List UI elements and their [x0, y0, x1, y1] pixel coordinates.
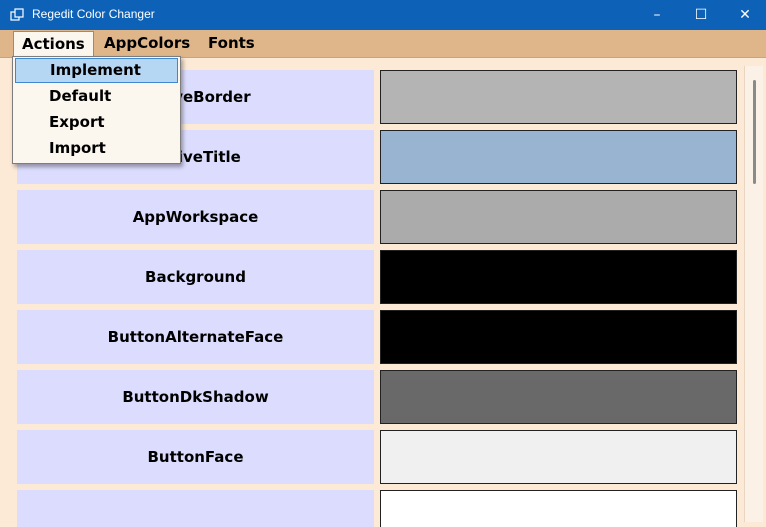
menu-appcolors[interactable]: AppColors: [104, 34, 191, 52]
color-swatch[interactable]: [380, 490, 737, 527]
window-title: Regedit Color Changer: [32, 7, 155, 21]
menu-item-implement[interactable]: Implement: [15, 58, 178, 83]
menu-bar: Actions AppColors Fonts: [0, 30, 766, 58]
color-row: ButtonDkShadow: [17, 370, 737, 424]
color-swatch[interactable]: [380, 190, 737, 244]
color-name-cell[interactable]: ButtonFace: [17, 430, 374, 484]
title-bar[interactable]: Regedit Color Changer – ☐ ✕: [0, 0, 766, 30]
scrollbar-thumb[interactable]: [753, 80, 756, 184]
color-row: ButtonFace: [17, 430, 737, 484]
close-icon: ✕: [739, 7, 751, 23]
color-name-cell[interactable]: ButtonAlternateFace: [17, 310, 374, 364]
color-name-cell[interactable]: AppWorkspace: [17, 190, 374, 244]
color-name-cell[interactable]: Background: [17, 250, 374, 304]
menu-item-export[interactable]: Export: [49, 113, 105, 131]
menu-actions[interactable]: Actions: [13, 31, 94, 57]
vertical-scrollbar[interactable]: [744, 66, 763, 522]
color-swatch[interactable]: [380, 250, 737, 304]
minimize-button[interactable]: –: [634, 0, 680, 30]
color-row: ButtonHilight: [17, 490, 737, 527]
color-swatch[interactable]: [380, 310, 737, 364]
color-row: AppWorkspace: [17, 190, 737, 244]
menu-item-import[interactable]: Import: [49, 139, 106, 157]
minimize-icon: –: [653, 7, 661, 23]
color-swatch[interactable]: [380, 370, 737, 424]
close-button[interactable]: ✕: [722, 0, 766, 30]
color-swatch[interactable]: [380, 430, 737, 484]
color-swatch[interactable]: [380, 70, 737, 124]
color-name-cell[interactable]: ButtonHilight: [17, 490, 374, 527]
actions-dropdown-menu: Implement Default Export Import: [12, 56, 181, 164]
color-row: ButtonAlternateFace: [17, 310, 737, 364]
color-row: Background: [17, 250, 737, 304]
color-swatch[interactable]: [380, 130, 737, 184]
menu-item-default[interactable]: Default: [49, 87, 112, 105]
maximize-button[interactable]: ☐: [678, 0, 724, 30]
maximize-icon: ☐: [694, 7, 708, 23]
color-name-cell[interactable]: ButtonDkShadow: [17, 370, 374, 424]
menu-fonts[interactable]: Fonts: [208, 34, 255, 52]
app-icon: [10, 8, 24, 21]
